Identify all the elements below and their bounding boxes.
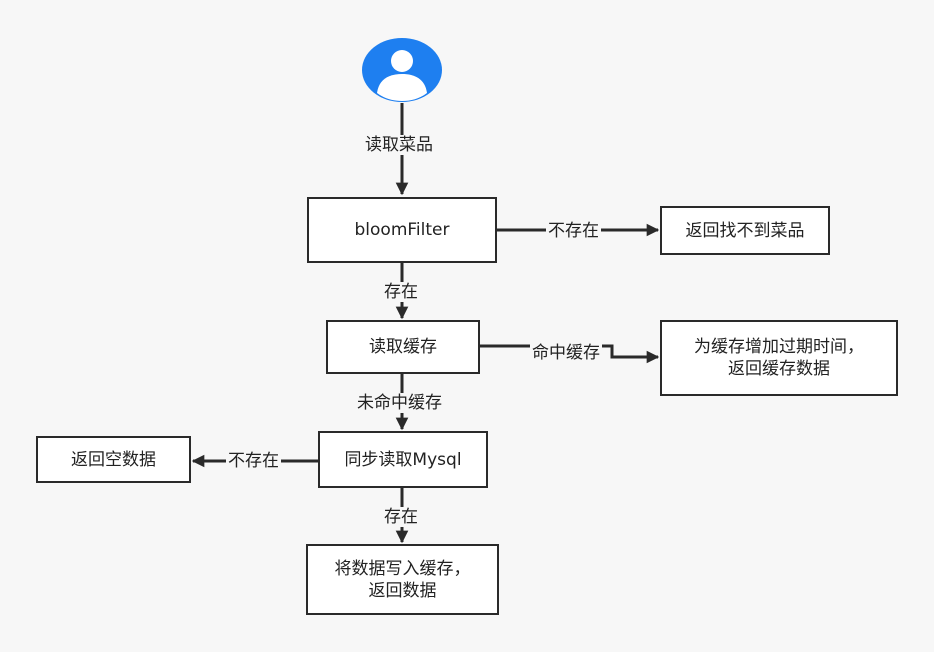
edge-label-bloom-exist: 存在 — [382, 282, 420, 302]
node-label: 将数据写入缓存， 返回数据 — [334, 558, 471, 601]
node-bloom-filter: bloomFilter — [307, 197, 497, 263]
node-return-empty: 返回空数据 — [36, 436, 191, 483]
edge-label-read-dish: 读取菜品 — [363, 135, 435, 155]
edge-label-mysql-exist: 存在 — [382, 507, 420, 527]
node-label: 返回找不到菜品 — [685, 220, 805, 241]
node-write-cache: 将数据写入缓存， 返回数据 — [306, 544, 499, 615]
node-not-found: 返回找不到菜品 — [660, 206, 830, 255]
node-label: 返回空数据 — [71, 449, 156, 470]
node-label: bloomFilter — [354, 220, 450, 240]
node-label: 为缓存增加过期时间， 返回缓存数据 — [694, 337, 864, 379]
user-avatar-icon — [362, 38, 442, 102]
node-extend-expire: 为缓存增加过期时间， 返回缓存数据 — [660, 320, 898, 396]
node-label: 读取缓存 — [369, 337, 437, 357]
edge-label-cache-hit: 命中缓存 — [530, 343, 602, 363]
edge-label-bloom-not-exist: 不存在 — [546, 221, 601, 241]
node-read-mysql: 同步读取Mysql — [318, 431, 488, 488]
node-label: 同步读取Mysql — [344, 449, 462, 470]
edge-label-mysql-not-exist: 不存在 — [226, 451, 281, 471]
edge-label-cache-miss: 未命中缓存 — [355, 393, 444, 413]
node-read-cache: 读取缓存 — [326, 320, 480, 374]
